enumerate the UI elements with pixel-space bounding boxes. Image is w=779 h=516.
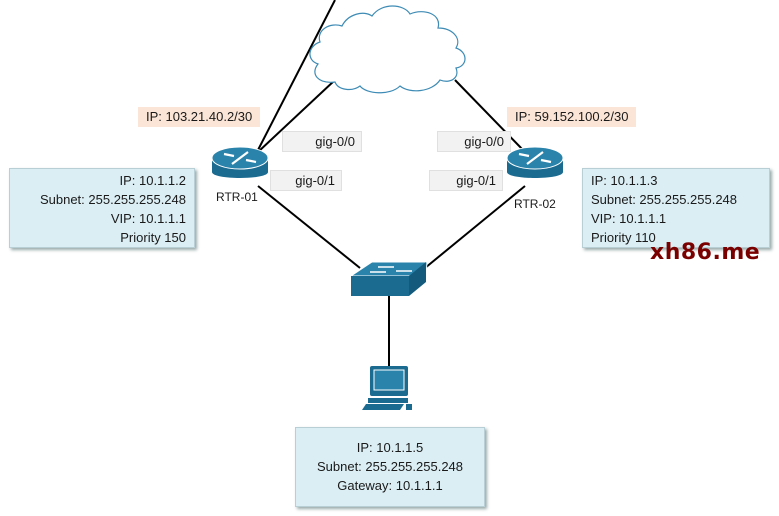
rtr01-info: IP: 10.1.1.2 Subnet: 255.255.255.248 VIP…: [9, 168, 195, 248]
info-line: Gateway: 10.1.1.1: [337, 478, 443, 493]
link-cloud-rtr01: [257, 0, 336, 151]
rtr02-info: IP: 10.1.1.3 Subnet: 255.255.255.248 VIP…: [582, 168, 770, 248]
workstation-icon[interactable]: [360, 366, 420, 412]
rtr01-port-wan: gig-0/0: [282, 131, 362, 152]
info-line: Subnet: 255.255.255.248: [39, 192, 186, 207]
info-line: IP: 10.1.1.5: [356, 440, 424, 455]
info-line: VIP: 10.1.1.1: [110, 211, 186, 226]
rtr02-port-wan: gig-0/0: [437, 131, 511, 152]
info-line: Subnet: 255.255.255.248: [591, 192, 738, 207]
link-rtr01-switch: [257, 185, 361, 269]
link-rtr02-switch: [424, 185, 526, 269]
rtr01-port-lan: gig-0/1: [270, 170, 342, 191]
rtr02-port-lan: gig-0/1: [429, 170, 503, 191]
router-icon[interactable]: [210, 144, 270, 186]
cloud-icon: [309, 5, 466, 94]
switch-icon[interactable]: [350, 260, 428, 298]
router-label: RTR-01: [216, 190, 258, 204]
info-line: Subnet: 255.255.255.248: [316, 459, 464, 474]
info-line: Priority 150: [120, 230, 186, 245]
info-line: IP: 10.1.1.3: [591, 173, 658, 188]
info-line: Priority 110: [591, 230, 656, 245]
router-label: RTR-02: [514, 197, 556, 211]
watermark: xh86.me: [650, 240, 761, 265]
info-line: IP: 10.1.1.2: [119, 173, 187, 188]
router-icon[interactable]: [505, 144, 565, 186]
link-cloud-rtr01: [257, 79, 336, 153]
rtr01-wan-ip: IP: 103.21.40.2/30: [138, 107, 261, 127]
info-line: VIP: 10.1.1.1: [591, 211, 667, 226]
host-info: IP: 10.1.1.5 Subnet: 255.255.255.248 Gat…: [295, 427, 485, 507]
rtr02-wan-ip: IP: 59.152.100.2/30: [507, 107, 637, 127]
link-cloud-rtr02: [454, 79, 526, 153]
